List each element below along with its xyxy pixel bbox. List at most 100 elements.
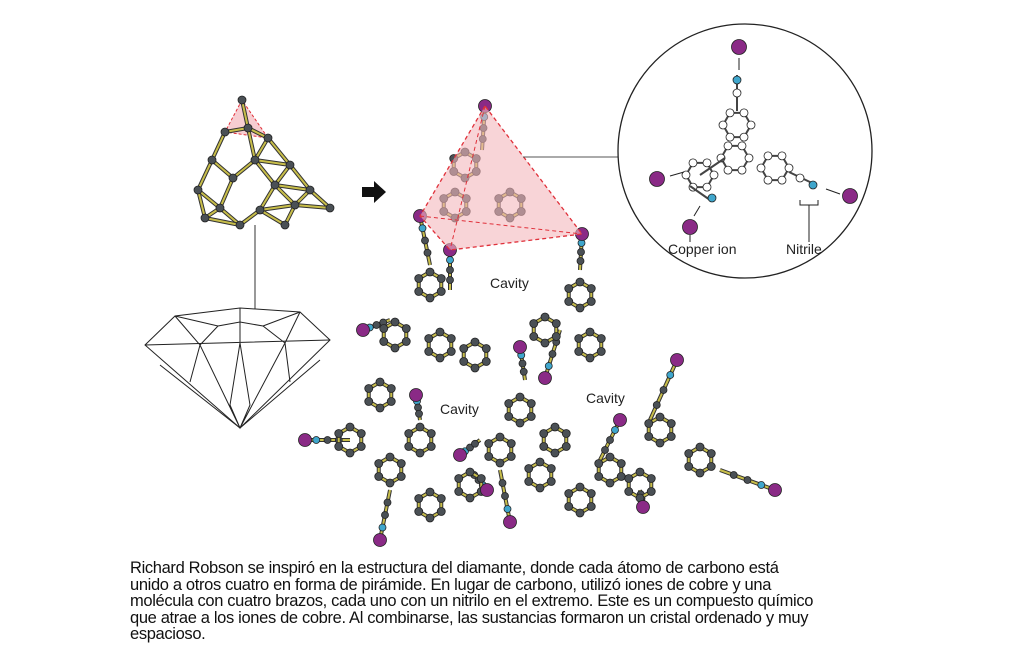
bond	[254, 159, 276, 186]
bond	[247, 127, 256, 161]
carbon-atom	[596, 334, 606, 343]
carbon-atom	[574, 334, 584, 343]
carbon-atom	[551, 319, 561, 328]
carbon-atom	[795, 173, 805, 183]
carbon-atom	[250, 155, 260, 165]
copper-ion	[513, 340, 527, 354]
carbon-atom	[424, 334, 434, 343]
carbon-atom	[375, 377, 385, 387]
carbon-atom	[390, 317, 400, 327]
bond	[267, 137, 291, 166]
carbon-atom	[280, 220, 290, 230]
nitrogen-atom	[503, 505, 512, 513]
copper-ion-label: Copper ion	[668, 241, 737, 257]
nitrogen-atom	[666, 371, 675, 379]
bond	[294, 204, 331, 209]
carbon-atom	[379, 324, 389, 333]
bond	[232, 159, 256, 179]
carbon-atom	[681, 170, 691, 180]
carbon-atom	[743, 476, 752, 484]
carbon-atom	[401, 337, 411, 346]
carbon-atom	[594, 472, 604, 481]
carbon-atom	[737, 141, 747, 151]
carbon-atom	[404, 429, 414, 438]
carbon-atom	[228, 173, 238, 183]
copper-ion	[503, 515, 517, 529]
carbon-atom	[586, 489, 596, 498]
carbon-atom	[702, 158, 712, 168]
carbon-atom	[345, 448, 355, 458]
carbon-atom	[263, 133, 273, 143]
carbon-atom	[426, 429, 436, 438]
carbon-atom	[529, 319, 539, 328]
caption-line: espacioso.	[130, 625, 206, 643]
carbon-atom	[586, 297, 596, 306]
carbon-atom	[539, 442, 549, 451]
carbon-atom	[356, 442, 366, 451]
carbon-atom	[616, 459, 626, 468]
carbon-atom	[459, 344, 469, 353]
carbon-atom	[471, 439, 479, 448]
carbon-atom	[729, 471, 738, 479]
tetrahedron-edge	[449, 105, 486, 251]
copper-ion	[768, 483, 782, 497]
carbon-atom	[655, 438, 665, 448]
carbon-atom	[504, 399, 514, 408]
carbon-atom	[706, 449, 716, 458]
carbon-atom	[577, 248, 585, 256]
carbon-atom	[270, 180, 280, 190]
carbon-atom	[345, 422, 355, 432]
carbon-atom	[374, 472, 384, 481]
carbon-atom	[436, 494, 446, 503]
carbon-atom	[695, 442, 705, 452]
arrow-right-icon	[362, 181, 386, 203]
carbon-atom	[546, 464, 556, 473]
carbon-atom	[237, 95, 247, 105]
carbon-atom	[435, 353, 445, 363]
bond	[211, 131, 226, 161]
carbon-atom	[725, 108, 735, 118]
nitrogen-atom	[808, 180, 818, 190]
carbon-atom	[684, 449, 694, 458]
copper-ion	[409, 388, 423, 402]
tetrahedron-edge	[419, 215, 583, 235]
nitrogen-atom	[544, 362, 553, 370]
carbon-atom	[243, 123, 253, 133]
arrow-icon	[693, 205, 701, 217]
carbon-atom	[470, 363, 480, 373]
carbon-atom	[539, 429, 549, 438]
diamond-lattice	[193, 95, 335, 230]
carbon-atom	[424, 347, 434, 356]
carbon-atom	[200, 213, 210, 223]
diagram: Copper ion Nitrile Cavity Cavity Cavity	[144, 23, 873, 547]
carbon-atom	[436, 287, 446, 296]
copper-ion	[298, 433, 312, 447]
carbon-atom	[644, 419, 654, 428]
nitrile-bracket	[799, 200, 819, 242]
carbon-atom	[548, 350, 557, 358]
carbon-atom	[325, 203, 335, 213]
carbon-atom	[454, 474, 464, 483]
carbon-atom	[374, 459, 384, 468]
carbon-atom	[415, 422, 425, 432]
carbon-atom	[564, 297, 574, 306]
carbon-atom	[586, 502, 596, 511]
copper-ion	[670, 353, 684, 367]
carbon-atom	[415, 409, 423, 418]
carbon-atom	[255, 205, 265, 215]
carbon-atom	[777, 175, 787, 185]
carbon-atom	[524, 477, 534, 486]
carbon-atom	[540, 312, 550, 322]
carbon-atom	[784, 163, 794, 173]
copper-ion	[453, 448, 467, 462]
carbon-atom	[515, 392, 525, 402]
carbon-atom	[379, 337, 389, 346]
carbon-atom	[575, 508, 585, 518]
copper-ion	[356, 323, 370, 337]
caption: Richard Robson se inspiró en la estructu…	[130, 560, 950, 643]
caption-line: Richard Robson se inspiró en la estructu…	[130, 559, 779, 577]
copper-ion	[682, 219, 698, 235]
carbon-atom	[414, 494, 424, 503]
carbon-atom	[739, 132, 749, 142]
carbon-atom	[385, 452, 395, 462]
